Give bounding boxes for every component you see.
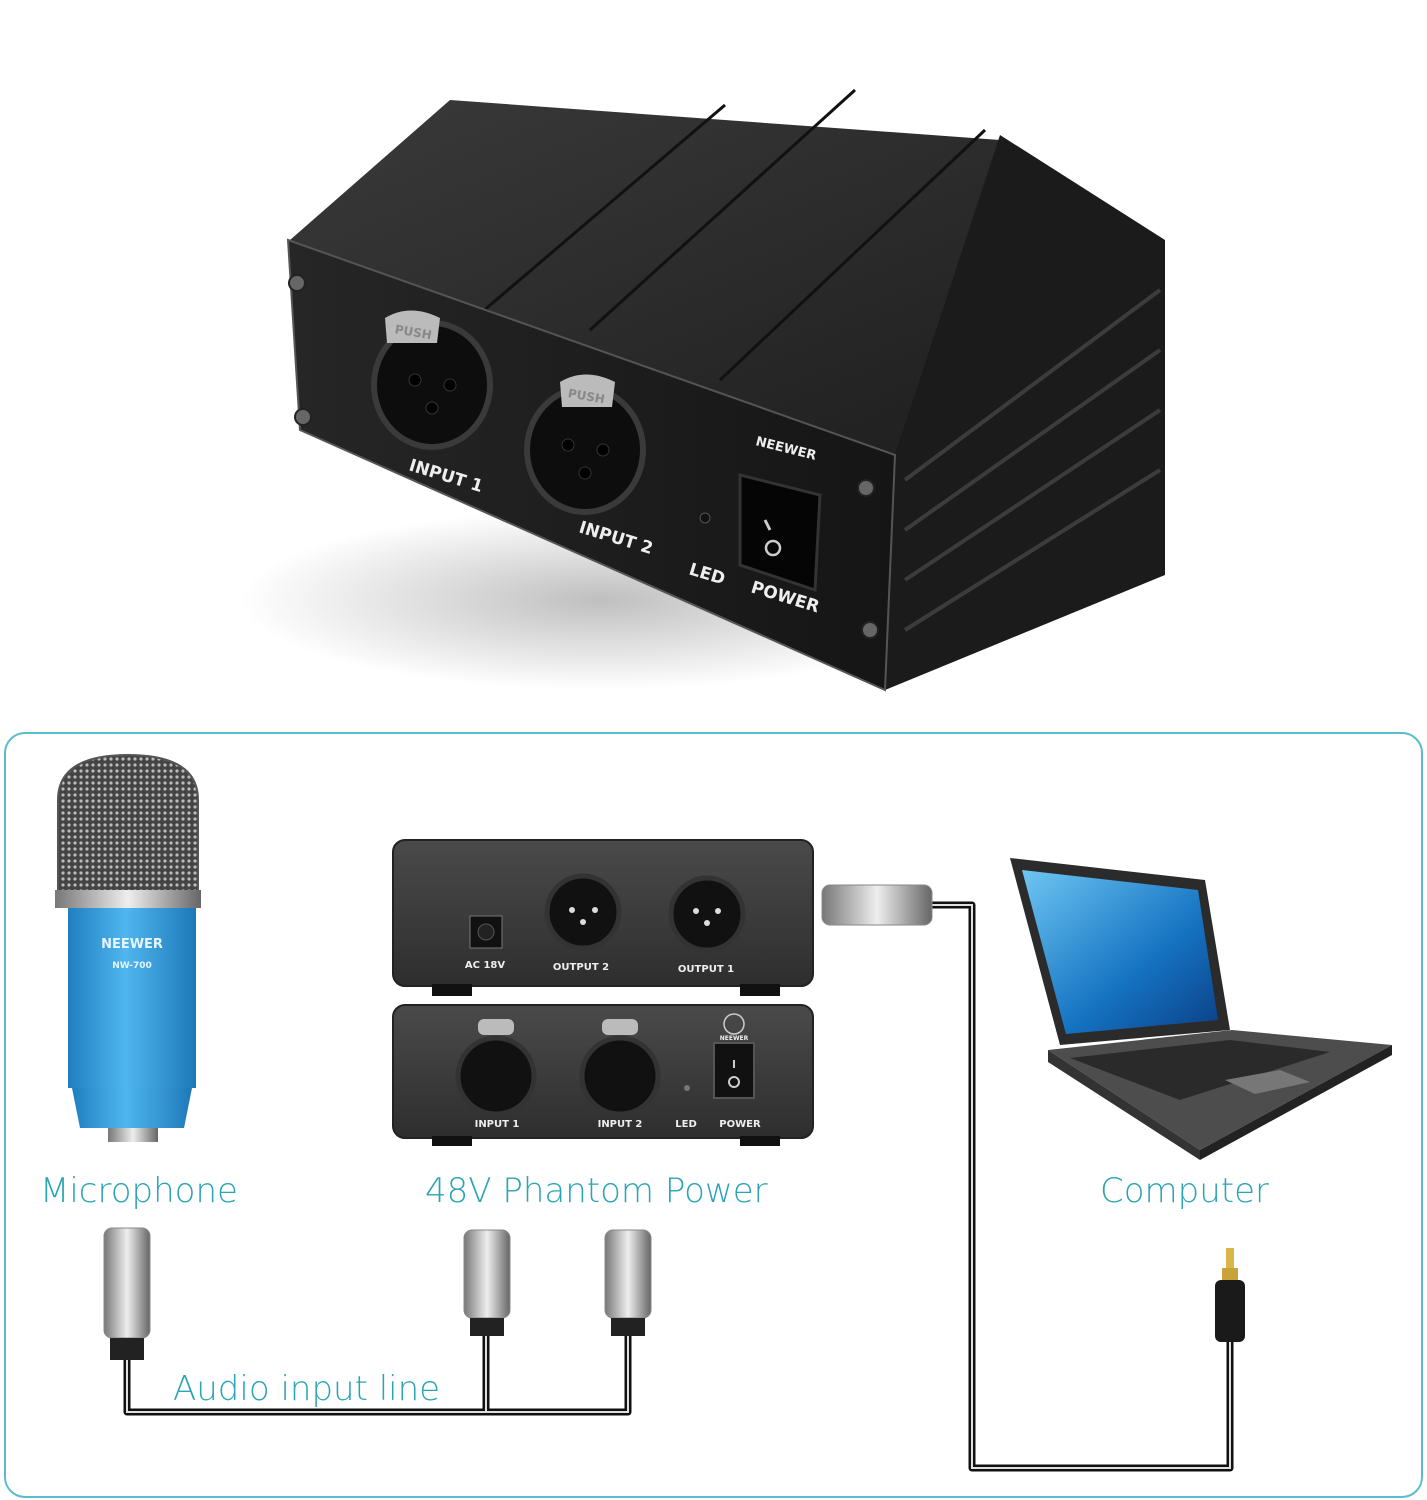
brand-label: NEEWER (720, 1035, 749, 1042)
power-label: POWER (719, 1119, 761, 1130)
power-switch[interactable] (738, 473, 822, 593)
phantom-power-caption: 48V Phantom Power (425, 1171, 768, 1211)
xlr-input-2-connector[interactable]: PUSH (524, 374, 646, 515)
led-indicator (684, 1085, 690, 1091)
led-indicator (699, 512, 711, 524)
3-5mm-jack-plug (1215, 1248, 1245, 1342)
device-side-face (885, 135, 1165, 690)
hero-phantom-power-device: PUSH PUSH INPUT 1 INPUT 2 LED POWER NEEW… (240, 88, 1165, 692)
phantom-power-rear-panel: AC 18V OUTPUT 2 OUTPUT 1 (392, 839, 814, 996)
phantom-power-front-panel: NEEWER INPUT 1 INPUT 2 LED POWER (392, 1004, 814, 1146)
xlr-female-plug-sideways (821, 884, 933, 926)
input-2-label: INPUT 2 (598, 1119, 643, 1130)
ac-18v-label: AC 18V (465, 960, 505, 971)
mic-model-label: NW-700 (112, 961, 152, 971)
connection-diagram-frame (4, 732, 1423, 1498)
output-2-label: OUTPUT 2 (553, 962, 609, 973)
output-1-label: OUTPUT 1 (678, 964, 734, 975)
xlr-output-2-connector[interactable] (544, 873, 622, 951)
led-label: LED (675, 1119, 697, 1130)
computer-caption: Computer (1100, 1171, 1269, 1211)
xlr-input-1-connector[interactable]: PUSH (371, 310, 493, 450)
microphone-illustration: NEEWER NW-700 (55, 753, 201, 1142)
microphone-caption: Microphone (40, 1171, 238, 1211)
xlr-female-plug (103, 1227, 151, 1360)
input-1-label: INPUT 1 (475, 1119, 520, 1130)
xlr-male-plug (604, 1229, 652, 1336)
mic-brand-label: NEEWER (101, 937, 163, 952)
push-latch-label: PUSH (567, 386, 606, 406)
xlr-input-2-connector[interactable] (579, 1035, 661, 1117)
xlr-male-plug (463, 1229, 511, 1336)
xlr-input-1-connector[interactable] (455, 1035, 537, 1117)
audio-input-line-caption: Audio input line (173, 1369, 440, 1409)
screw-icon (288, 274, 879, 639)
laptop-computer-illustration (1010, 858, 1392, 1160)
neewer-logo-icon (723, 1013, 745, 1035)
push-latch-label: PUSH (394, 322, 433, 342)
power-switch[interactable] (713, 1042, 755, 1099)
xlr-output-1-connector[interactable] (668, 875, 746, 953)
